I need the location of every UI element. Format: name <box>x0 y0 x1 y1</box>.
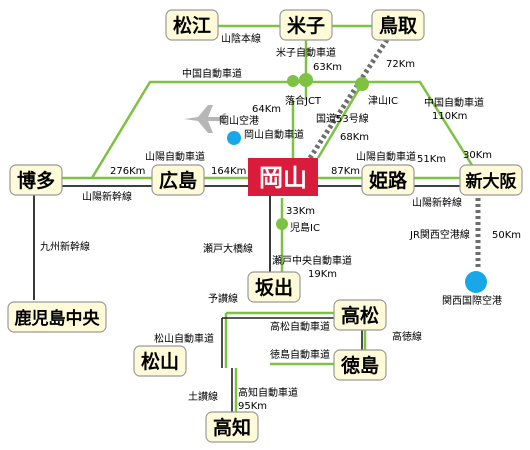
city-label-matsuyama: 松山 <box>141 350 179 373</box>
city-label-yonago: 米子 <box>287 14 325 37</box>
highway-network <box>22 24 500 420</box>
city-boxes: 松江 米子 鳥取 博多 広島 岡山 姫路 新大阪 <box>7 9 523 443</box>
tottori-dotted-route <box>307 30 395 160</box>
label-chugoku-right-dist: 110Km <box>432 111 467 122</box>
city-label-matsue: 松江 <box>173 14 211 37</box>
label-seto-ohashi-line: 瀬戸大橋線 <box>203 242 253 255</box>
chugoku-expressway <box>90 80 482 179</box>
kansai-airport-dot <box>465 271 487 293</box>
kojima-ic-dot <box>276 218 288 230</box>
city-label-shinosaka: 新大阪 <box>466 171 517 192</box>
label-kochi-expwy: 高知自動車道 <box>238 386 298 399</box>
label-route53: 国道53号線 <box>316 112 369 125</box>
city-label-hakata: 博多 <box>17 169 55 192</box>
city-label-kagoshima-chuo: 鹿児島中央 <box>15 308 101 329</box>
label-takamatsu-expwy: 高松自動車道 <box>270 320 330 333</box>
route-53-highway <box>316 83 364 159</box>
city-label-hiroshima: 広島 <box>159 169 197 192</box>
city-yonago[interactable]: 米子 <box>279 9 333 41</box>
city-label-kochi: 高知 <box>213 416 251 439</box>
city-okayama[interactable]: 岡山 <box>248 158 318 196</box>
label-yosan-line: 予讃線 <box>208 292 238 305</box>
route-labels: 山陰本線 米子自動車道 63Km 72Km 中国自動車道 中国自動車道 110K… <box>40 32 521 412</box>
label-shinosaka-dist: 30Km <box>463 150 492 161</box>
label-okayama-expwy-dist: 64Km <box>252 104 281 115</box>
city-hiroshima[interactable]: 広島 <box>151 164 205 196</box>
label-jr-kansai-airport-line: JR関西空港線 <box>409 228 470 241</box>
label-tokushima-expwy: 徳島自動車道 <box>270 348 330 361</box>
label-kansai-airport: 関西国際空港 <box>442 294 502 307</box>
label-matsuyama-expwy: 松山自動車道 <box>154 332 214 345</box>
airplane-icon <box>184 105 226 133</box>
label-kansai-airport-dist: 50Km <box>492 230 521 241</box>
label-yonago-dist: 63Km <box>313 62 342 73</box>
city-takamatsu[interactable]: 高松 <box>333 299 387 331</box>
label-okayama-airport: 岡山空港 <box>219 114 259 127</box>
city-kochi[interactable]: 高知 <box>205 411 259 443</box>
city-tokushima[interactable]: 徳島 <box>333 349 387 381</box>
tsuyama-ic-dot <box>355 77 369 91</box>
label-tottori-dist: 72Km <box>386 59 415 70</box>
label-yonago-expwy: 米子自動車道 <box>276 46 336 59</box>
label-chugoku-right: 中国自動車道 <box>424 96 484 109</box>
city-label-takamatsu: 高松 <box>341 304 379 327</box>
label-kotoku-line: 高徳線 <box>392 330 422 343</box>
label-okayama-himeji-dist: 87Km <box>331 166 360 177</box>
city-matsuyama[interactable]: 松山 <box>133 345 187 377</box>
city-label-himeji: 姫路 <box>369 169 408 192</box>
city-hakata[interactable]: 博多 <box>9 164 63 196</box>
label-seto-chuo-dist: 19Km <box>308 269 337 280</box>
label-dosan-line: 土讃線 <box>188 390 218 403</box>
city-kagoshima-chuo[interactable]: 鹿児島中央 <box>7 301 107 333</box>
label-seto-chuo-expwy: 瀬戸中央自動車道 <box>272 254 352 267</box>
city-tottori[interactable]: 鳥取 <box>371 9 425 41</box>
yonago-junction-dot <box>299 73 313 87</box>
city-matsue[interactable]: 松江 <box>165 9 219 41</box>
okayama-airport-dot <box>227 131 241 145</box>
label-ochiai-jct: 落合JCT <box>285 94 322 107</box>
label-kojima-ic: 児島IC <box>290 221 320 234</box>
city-sakaide[interactable]: 坂出 <box>247 271 301 303</box>
label-chugoku-left: 中国自動車道 <box>182 67 242 80</box>
label-route53-dist: 68Km <box>340 132 369 143</box>
label-kochi-dist: 95Km <box>238 401 267 412</box>
label-hakata-hiroshima-dist: 276Km <box>110 166 145 177</box>
label-kojima-dist: 33Km <box>286 206 315 217</box>
city-label-sakaide: 坂出 <box>255 276 293 299</box>
city-label-tottori: 鳥取 <box>379 14 417 37</box>
label-tsuyama-ic: 津山IC <box>368 95 398 107</box>
label-sanyo-expwy-left: 山陽自動車道 <box>145 150 205 163</box>
city-shinosaka[interactable]: 新大阪 <box>459 164 523 196</box>
city-label-okayama: 岡山 <box>259 164 307 192</box>
label-hiroshima-okayama-dist: 164Km <box>211 166 246 177</box>
label-sanyo-shinkansen-left: 山陽新幹線 <box>82 190 132 203</box>
city-label-tokushima: 徳島 <box>340 354 379 377</box>
ochiai-jct-dot <box>287 75 299 87</box>
label-okayama-expwy: 岡山自動車道 <box>244 128 304 141</box>
label-sanyo-expwy-right: 山陽自動車道 <box>356 150 416 163</box>
label-sanin-line: 山陰本線 <box>221 32 261 45</box>
label-himeji-dist: 51Km <box>417 154 446 165</box>
city-himeji[interactable]: 姫路 <box>361 164 415 196</box>
label-kyushu-shinkansen: 九州新幹線 <box>40 240 90 253</box>
label-sanyo-shinkansen-right: 山陽新幹線 <box>412 196 462 209</box>
